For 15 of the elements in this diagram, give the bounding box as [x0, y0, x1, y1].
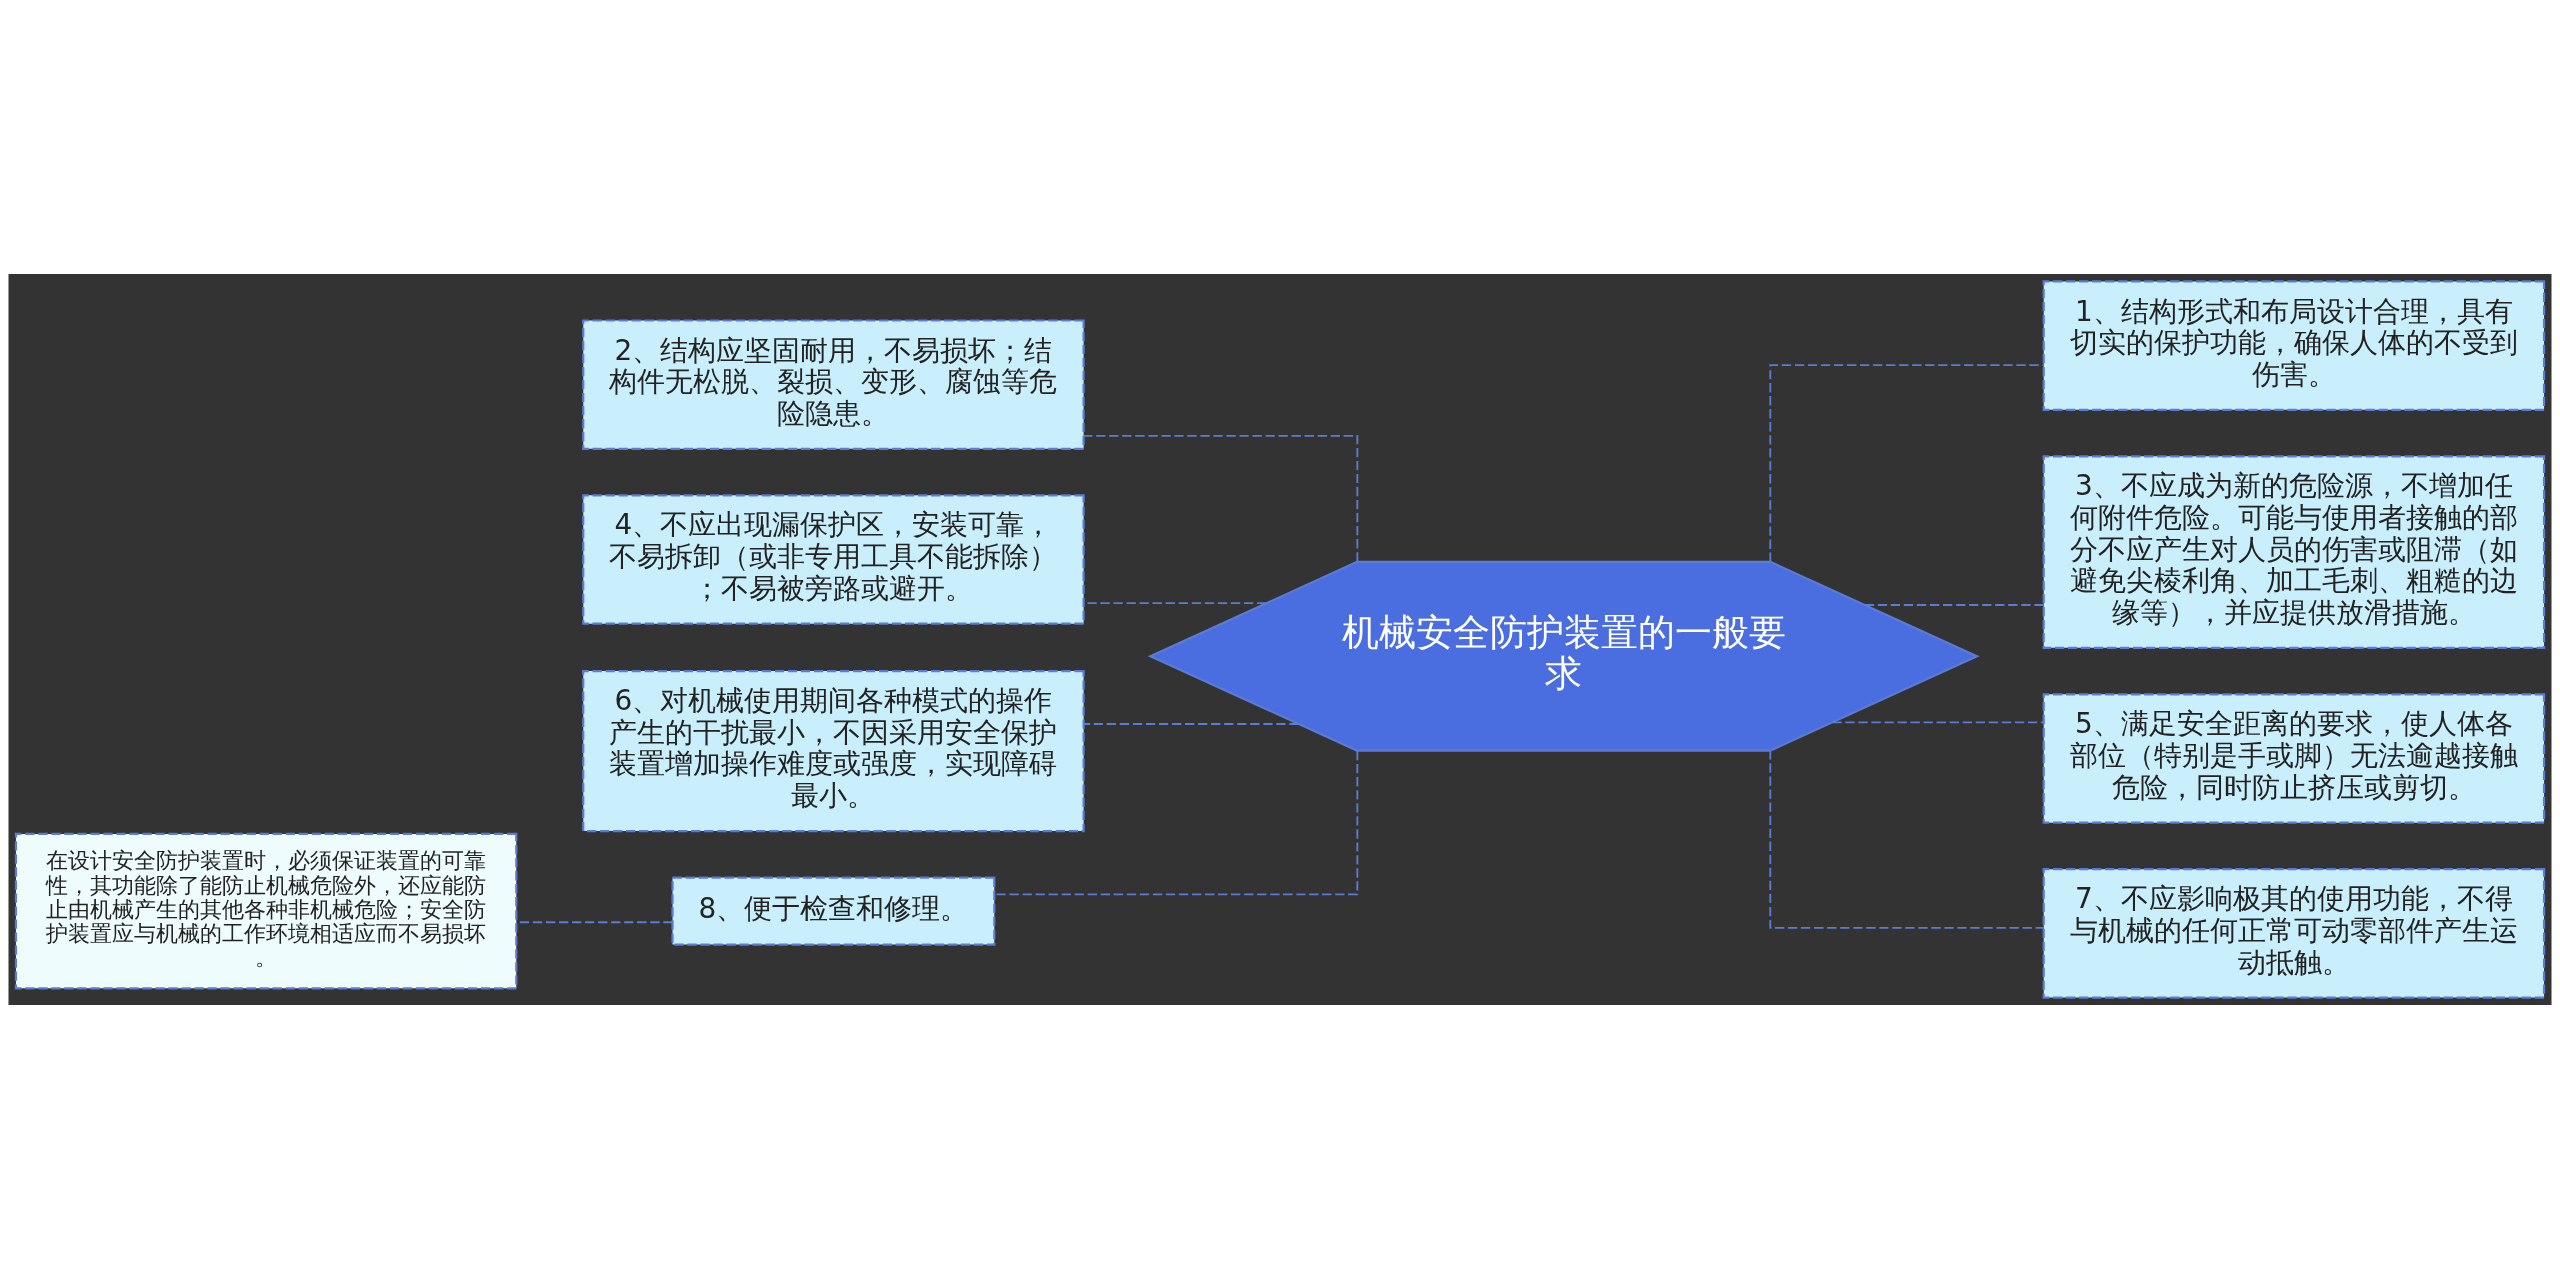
node-box: 6、对机械使用期间各种模式的操作产生的干扰最小，不因采用安全保护装置增加操作难度或强度，实现障碍最小。: [582, 670, 1085, 833]
node-box: 8、便于检查和修理。: [671, 876, 996, 946]
connector: [1082, 434, 1359, 563]
connector: [1831, 721, 2045, 724]
connector: [1083, 723, 1300, 725]
node-box: 3、不应成为新的危险源，不增加任何附件危险。可能与使用者接触的部分不应产生对人员的伤害或阻滞（如避免尖棱利角、加工毛刺、粗糙的边缘等），并应提供放滑措施。: [2042, 455, 2546, 649]
node-box: 7、不应影响极其的使用功能，不得与机械的任何正常可动零部件产生运动抵触。: [2042, 868, 2546, 999]
connector: [1769, 749, 2045, 929]
connector: [1769, 364, 2045, 563]
node-box: 2、结构应坚固耐用，不易损坏；结构件无松脱、裂损、变形、腐蚀等危险隐患。: [582, 319, 1085, 450]
connector: [1863, 604, 2045, 606]
node-box: 在设计安全防护装置时，必须保证装置的可靠性，其功能除了能防止机械危险外，还应能防止由机械产生的其他各种非机械危险；安全防护装置应与机械的工作环境相适应而不易损坏。: [14, 832, 518, 990]
node-box: 5、满足安全距离的要求，使人体各部位（特别是手或脚）无法逾越接触危险，同时防止挤压或剪切。: [2042, 693, 2546, 824]
node-box: 1、结构形式和布局设计合理，具有切实的保护功能，确保人体的不受到伤害。: [2042, 280, 2546, 411]
node-box: 4、不应出现漏保护区，安装可靠，不易拆卸（或非专用工具不能拆除）；不易被旁路或避开。: [582, 494, 1085, 625]
